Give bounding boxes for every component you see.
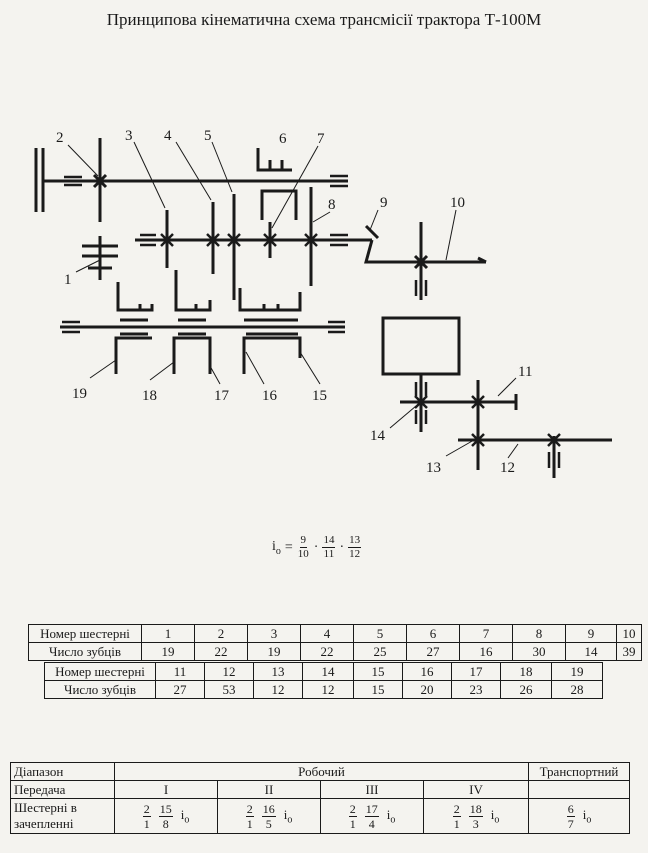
teeth-table-1: Номер шестерні 1 2 3 4 5 6 7 8 9 10 Числ… xyxy=(28,624,642,661)
kinematic-scheme: 2 3 4 5 6 7 8 9 10 1 19 18 17 16 15 11 1… xyxy=(34,128,612,478)
label-3: 3 xyxy=(125,128,133,144)
table-row: Число зубців 19 22 19 22 25 27 16 30 14 … xyxy=(28,642,642,661)
table-row: Номер шестерні 1 2 3 4 5 6 7 8 9 10 xyxy=(28,624,642,643)
page-title: Принципова кінематична схема трансмісії … xyxy=(106,10,542,29)
label-14: 14 xyxy=(370,428,386,444)
label-6: 6 xyxy=(279,131,287,147)
gear-7 xyxy=(260,189,298,220)
gear-2 xyxy=(92,138,108,222)
gear-6 xyxy=(256,148,292,172)
label-8: 8 xyxy=(328,197,336,213)
label-7: 7 xyxy=(317,131,325,147)
label-16: 16 xyxy=(262,388,278,404)
label-2: 2 xyxy=(56,130,64,146)
gear-16-15 xyxy=(242,336,302,374)
gear-19 xyxy=(114,336,152,374)
label-18: 18 xyxy=(142,388,157,404)
label-5: 5 xyxy=(204,128,212,144)
gear-18-17 xyxy=(172,336,212,374)
table-row: Діапазон Робочий Транспортний xyxy=(10,762,630,781)
table-row: Число зубців 27 53 12 12 15 20 23 26 28 xyxy=(44,680,603,699)
gear-9 xyxy=(364,224,486,264)
label-13: 13 xyxy=(426,460,441,476)
label-10: 10 xyxy=(450,195,465,211)
final-drive-box xyxy=(381,316,461,376)
gear-mesh-table: Діапазон Робочий Транспортний Передача I… xyxy=(10,762,630,834)
label-1: 1 xyxy=(64,272,72,288)
label-17: 17 xyxy=(214,388,230,404)
gear-1 xyxy=(82,236,118,280)
flywheel xyxy=(34,148,45,212)
table-row: Передача I II III IV xyxy=(10,780,630,799)
label-4: 4 xyxy=(164,128,172,144)
label-9: 9 xyxy=(380,195,388,211)
label-15: 15 xyxy=(312,388,327,404)
gear-10 xyxy=(413,222,487,300)
label-19: 19 xyxy=(72,386,87,402)
table-row: Номер шестерні 11 12 13 14 15 16 17 18 1… xyxy=(44,662,603,681)
teeth-table-2: Номер шестерні 11 12 13 14 15 16 17 18 1… xyxy=(44,662,603,699)
label-12: 12 xyxy=(500,460,515,476)
label-11: 11 xyxy=(518,364,532,380)
